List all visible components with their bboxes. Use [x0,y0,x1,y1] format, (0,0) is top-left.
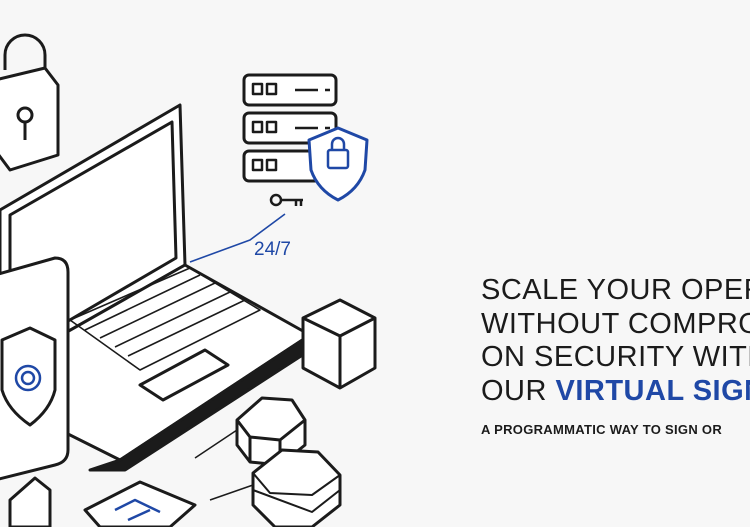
headline-line-4-prefix: OUR [481,374,556,407]
circuit-chip-icon [83,480,197,527]
connection-line [189,213,286,263]
headline-highlight: VIRTUAL SIGN [555,374,750,407]
headline-line-3: ON SECURITY WITH [481,341,750,373]
phone-icon [0,256,70,481]
headline-line-2: WITHOUT COMPRO [481,307,750,340]
shield-lock-icon [307,126,369,202]
connector-lines [194,429,254,501]
small-block [8,476,52,527]
availability-label: 24/7 [254,239,291,260]
headline-line-1: SCALE YOUR OPER [481,274,750,306]
hexagon-blocks [235,396,342,527]
headline-line-4: OUR VIRTUAL SIGN [481,375,750,409]
headline: SCALE YOUR OPER WITHOUT COMPRO ON SECURI… [481,274,750,408]
padlock-icon [0,33,60,172]
cube-icon [301,298,377,390]
subheadline: A PROGRAMMATIC WAY TO SIGN OR [481,422,723,437]
